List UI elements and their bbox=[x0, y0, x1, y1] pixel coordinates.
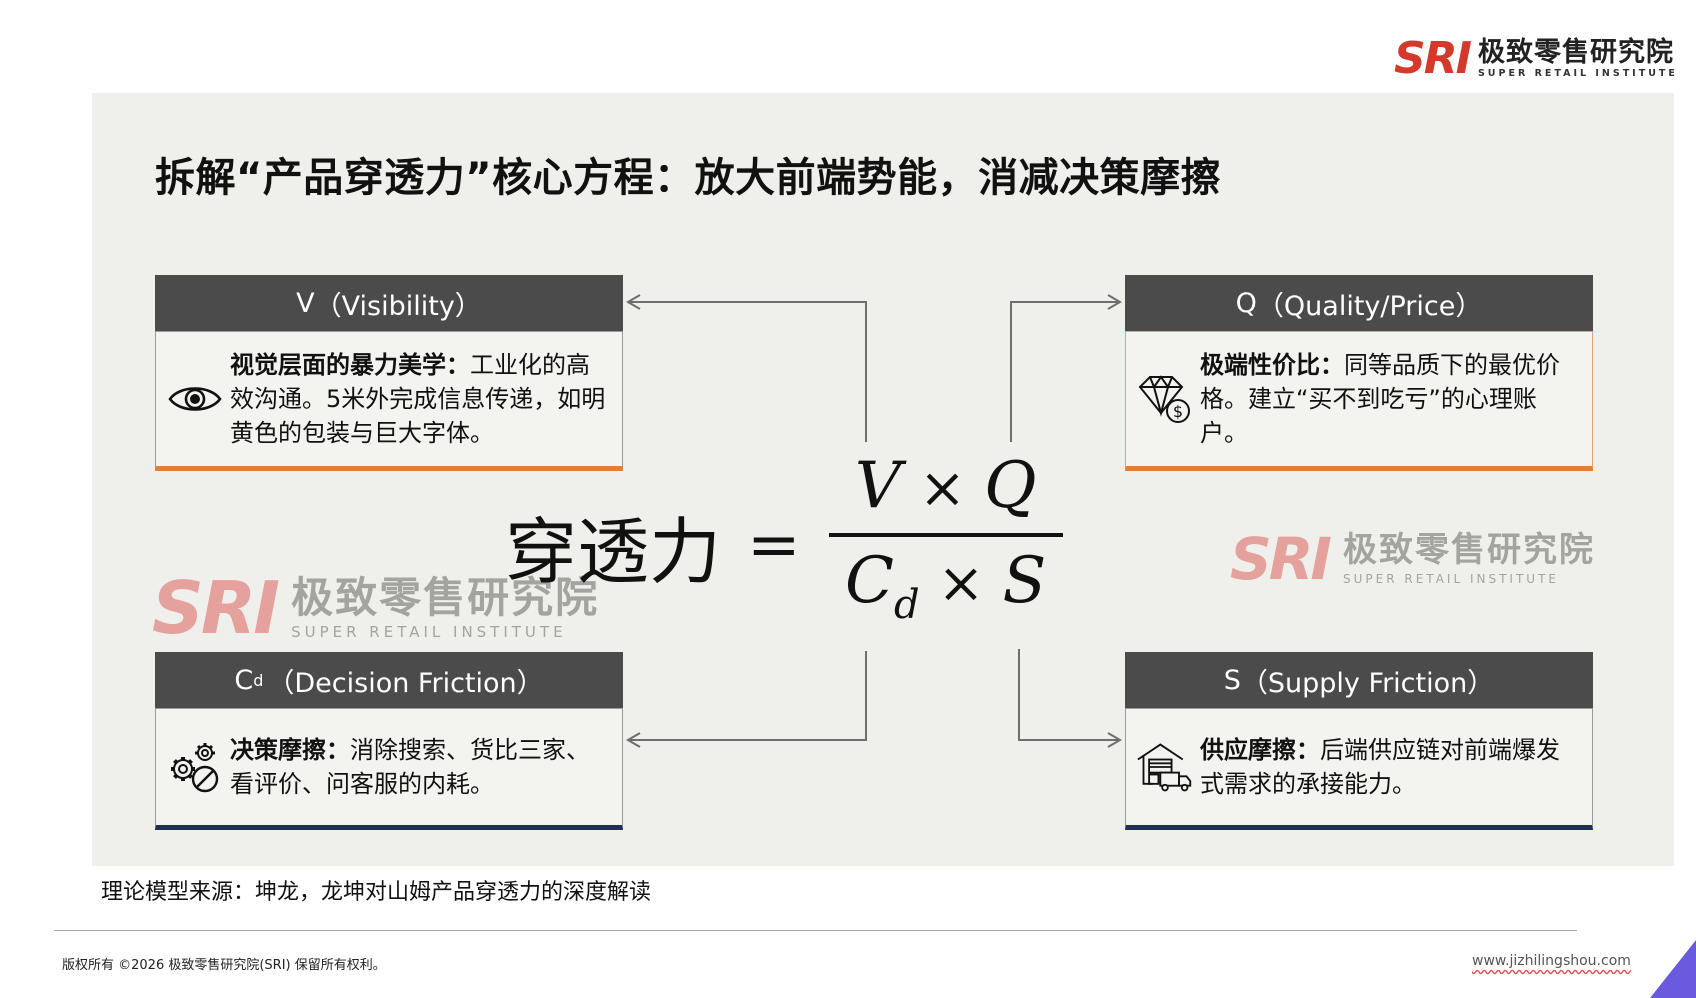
card-keyword: 供应摩擦： bbox=[1200, 736, 1320, 764]
card-label: （Visibility） bbox=[314, 290, 482, 322]
formula-lhs: 穿透力 bbox=[505, 509, 722, 594]
card-description: 决策摩擦：消除搜索、货比三家、看评价、问客服的内耗。 bbox=[230, 733, 612, 801]
card-header: V（Visibility） bbox=[155, 275, 623, 331]
footer-divider bbox=[54, 930, 1577, 931]
card-supply-friction: S（Supply Friction） 供应摩擦：后端供应链对前端爆发式需求的承接… bbox=[1125, 652, 1593, 830]
logo-cn-name: 极致零售研究院 bbox=[1477, 37, 1674, 69]
card-symbol: S bbox=[1223, 664, 1241, 696]
card-symbol: C bbox=[234, 664, 254, 696]
watermark-right: SRI 极致零售研究院 SUPER RETAIL INSTITUTE bbox=[1230, 530, 1595, 588]
source-note: 理论模型来源：坤龙，龙坤对山姆产品穿透力的深度解读 bbox=[101, 880, 652, 905]
copyright-text: 版权所有 ©2026 极致零售研究院(SRI) 保留所有权利。 bbox=[62, 958, 386, 973]
card-description: 供应摩擦：后端供应链对前端爆发式需求的承接能力。 bbox=[1200, 733, 1582, 801]
watermark-cn: 极致零售研究院 bbox=[1343, 530, 1596, 570]
watermark-left: SRI 极致零售研究院 SUPER RETAIL INSTITUTE bbox=[152, 572, 599, 644]
card-quality-price: Q（Quality/Price） $ 极端性价比：同等品质下的最优价格。建立“买… bbox=[1125, 275, 1593, 471]
card-description: 视觉层面的暴力美学：工业化的高效沟通。5米外完成信息传递，如明黄色的包装与巨大字… bbox=[230, 348, 612, 450]
card-symbol: Q bbox=[1235, 287, 1257, 319]
card-symbol: V bbox=[296, 287, 315, 319]
card-body: 视觉层面的暴力美学：工业化的高效沟通。5米外完成信息传递，如明黄色的包装与巨大字… bbox=[155, 331, 623, 471]
card-label: （Quality/Price） bbox=[1256, 290, 1483, 322]
arrow-to-cd bbox=[628, 651, 867, 741]
brand-logo: SRI 极致零售研究院 SUPER RETAIL INSTITUTE bbox=[1394, 37, 1678, 81]
card-keyword: 视觉层面的暴力美学： bbox=[230, 351, 470, 379]
card-detail: 消除搜索、货比三家、看评价、问客服的内耗。 bbox=[230, 736, 590, 798]
arrow-to-v bbox=[628, 301, 867, 442]
corner-decoration bbox=[1650, 940, 1696, 998]
watermark-en: SUPER RETAIL INSTITUTE bbox=[1343, 572, 1559, 586]
card-detail: 后端供应链对前端爆发式需求的承接能力。 bbox=[1200, 736, 1560, 798]
arrow-to-s bbox=[1018, 649, 1120, 741]
card-keyword: 极端性价比： bbox=[1200, 351, 1344, 379]
formula-denominator: Cd × S bbox=[845, 539, 1046, 647]
formula-fraction: V × Q Cd × S bbox=[828, 444, 1063, 647]
watermark-cn: 极致零售研究院 bbox=[291, 572, 600, 622]
var-s: S bbox=[1002, 543, 1047, 618]
watermark-en: SUPER RETAIL INSTITUTE bbox=[291, 622, 567, 641]
logo-en-name: SUPER RETAIL INSTITUTE bbox=[1477, 68, 1678, 80]
card-label: （Supply Friction） bbox=[1240, 667, 1495, 699]
card-visibility: V（Visibility） 视觉层面的暴力美学：工业化的高效沟通。5米外完成信息… bbox=[155, 275, 623, 471]
arrow-to-q bbox=[1010, 301, 1120, 442]
var-v: V bbox=[854, 448, 902, 523]
times-sign: × bbox=[937, 550, 985, 616]
diamond-dollar-icon: $ bbox=[1136, 371, 1194, 427]
svg-text:$: $ bbox=[1173, 402, 1183, 421]
card-symbol-subscript: d bbox=[253, 670, 264, 690]
card-label: （Decision Friction） bbox=[267, 667, 544, 699]
warehouse-truck-icon bbox=[1136, 739, 1194, 795]
card-keyword: 决策摩擦： bbox=[230, 736, 350, 764]
fraction-bar bbox=[828, 532, 1063, 537]
card-body: 供应摩擦：后端供应链对前端爆发式需求的承接能力。 bbox=[1125, 708, 1593, 830]
penetration-formula: 穿透力 = V × Q Cd × S bbox=[505, 449, 1063, 635]
times-sign: × bbox=[919, 455, 966, 521]
var-c: C bbox=[844, 543, 894, 618]
logo-mark: SRI bbox=[1394, 33, 1472, 84]
slide-title: 拆解“产品穿透力”核心方程：放大前端势能，消减决策摩擦 bbox=[155, 155, 1222, 201]
eye-icon bbox=[166, 382, 224, 416]
card-body: 决策摩擦：消除搜索、货比三家、看评价、问客服的内耗。 bbox=[155, 708, 623, 830]
var-c-subscript: d bbox=[893, 581, 920, 628]
var-q: Q bbox=[983, 448, 1037, 523]
card-description: 极端性价比：同等品质下的最优价格。建立“买不到吃亏”的心理账户。 bbox=[1200, 348, 1582, 450]
watermark-mark: SRI bbox=[1230, 525, 1332, 593]
card-detail: 工业化的高效沟通。5米外完成信息传递，如明黄色的包装与巨大字体。 bbox=[230, 351, 606, 447]
website-link[interactable]: www.jizhilingshou.com bbox=[1472, 953, 1631, 969]
gears-blocked-icon bbox=[166, 739, 224, 795]
watermark-mark: SRI bbox=[152, 566, 280, 650]
formula-numerator: V × Q bbox=[855, 444, 1037, 531]
formula-equals: = bbox=[747, 508, 801, 582]
card-header: S（Supply Friction） bbox=[1125, 652, 1593, 708]
card-body: $ 极端性价比：同等品质下的最优价格。建立“买不到吃亏”的心理账户。 bbox=[1125, 331, 1593, 471]
card-detail: 同等品质下的最优价格。建立“买不到吃亏”的心理账户。 bbox=[1200, 351, 1560, 447]
card-header: Q（Quality/Price） bbox=[1125, 275, 1593, 331]
